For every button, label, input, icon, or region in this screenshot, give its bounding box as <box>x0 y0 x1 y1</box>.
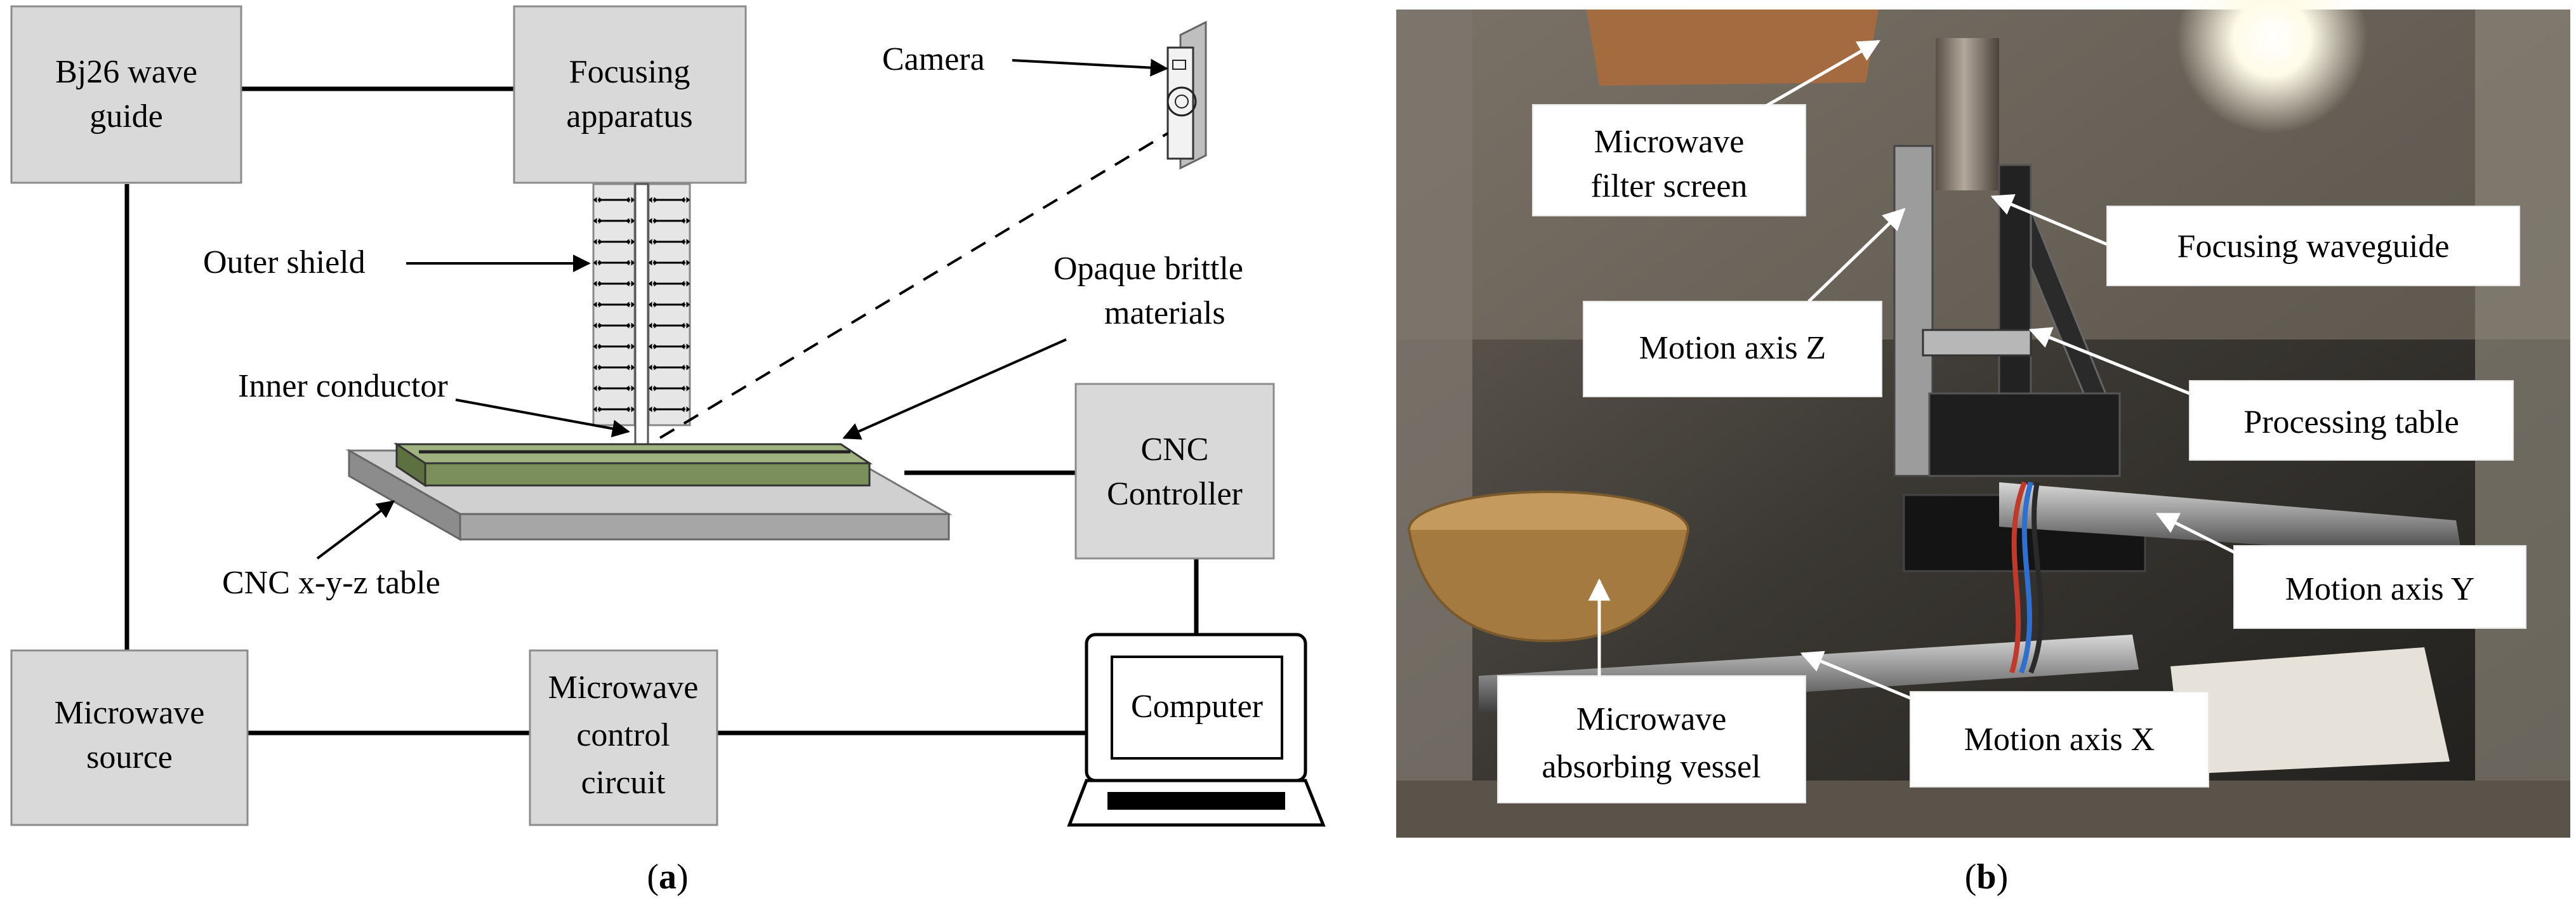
caption-a: (a) <box>647 857 688 897</box>
motion-y-label: Motion axis Y <box>2285 571 2475 607</box>
shield-field-arrows <box>593 197 690 412</box>
opaque-material <box>393 442 873 487</box>
motion-z-label: Motion axis Z <box>1639 330 1826 366</box>
cnc-table <box>345 442 953 541</box>
cnc-controller-block: CNC Controller <box>1074 383 1275 560</box>
computer-icon: Computer <box>1067 633 1326 827</box>
microwave-source-block: Microwave source <box>10 649 249 826</box>
absorbing-vessel-label-1: Microwave <box>1576 701 1727 737</box>
cnc-table-arrow <box>316 500 395 560</box>
absorbing-vessel-label-2: absorbing vessel <box>1542 749 1760 785</box>
focusing-block: Focusing apparatus <box>513 5 747 184</box>
outer-shield-label: Outer shield <box>203 244 366 280</box>
caption-b: (b) <box>1965 857 2008 897</box>
panel-a: Bj26 wave guide Focusing apparatus Camer… <box>10 5 1326 897</box>
focusing-waveguide-label: Focusing waveguide <box>2177 228 2450 265</box>
microwave-source-label-1: Microwave <box>55 695 205 731</box>
control-circuit-label-2: control <box>576 717 670 753</box>
inner-conductor-arrow <box>455 399 630 438</box>
camera-icon <box>1166 20 1207 170</box>
filter-screen-label-2: filter screen <box>1591 168 1748 204</box>
focusing-label-2: apparatus <box>566 98 692 135</box>
control-circuit-label-3: circuit <box>581 765 666 801</box>
callout-processing-table: Processing table <box>2028 327 2514 461</box>
cnc-controller-label-1: CNC <box>1141 432 1209 468</box>
filter-screen-label-1: Microwave <box>1594 124 1745 160</box>
panel-b: Microwave filter screen Focusing wavegui… <box>1396 0 2570 897</box>
callout-motion-z: Motion axis Z <box>1583 208 1906 397</box>
inner-conductor-label: Inner conductor <box>238 368 448 404</box>
processing-table-label: Processing table <box>2243 404 2459 440</box>
caption-b-letter: b <box>1976 857 1996 897</box>
cnc-controller-label-2: Controller <box>1107 476 1243 512</box>
opaque-label-1: Opaque brittle <box>1054 251 1243 287</box>
camera-label: Camera <box>882 41 985 77</box>
focusing-label-1: Focusing <box>569 54 690 90</box>
control-circuit-label-1: Microwave <box>548 669 699 706</box>
callout-filter-screen: Microwave filter screen <box>1532 39 1881 216</box>
computer-label: Computer <box>1131 689 1263 725</box>
callout-motion-x: Motion axis X <box>1800 650 2209 788</box>
inner-conductor <box>634 183 649 449</box>
waveguide-block: Bj26 wave guide <box>10 5 242 184</box>
callout-motion-y: Motion axis Y <box>2155 512 2526 629</box>
motion-x-label: Motion axis X <box>1964 722 2155 758</box>
control-circuit-block: Microwave control circuit <box>529 649 718 826</box>
waveguide-label-2: guide <box>89 98 163 135</box>
camera-sightline <box>659 132 1169 439</box>
caption-a-letter: a <box>659 857 677 897</box>
camera-arrow <box>1012 58 1168 77</box>
opaque-arrow <box>842 338 1067 440</box>
callout-absorbing-vessel: Microwave absorbing vessel <box>1497 578 1806 803</box>
microwave-source-label-2: source <box>86 739 173 775</box>
opaque-label-2: materials <box>1104 295 1225 331</box>
callout-focusing-waveguide: Focusing waveguide <box>1990 194 2520 286</box>
waveguide-label-1: Bj26 wave <box>55 54 197 90</box>
cnc-table-label: CNC x-y-z table <box>222 565 440 601</box>
